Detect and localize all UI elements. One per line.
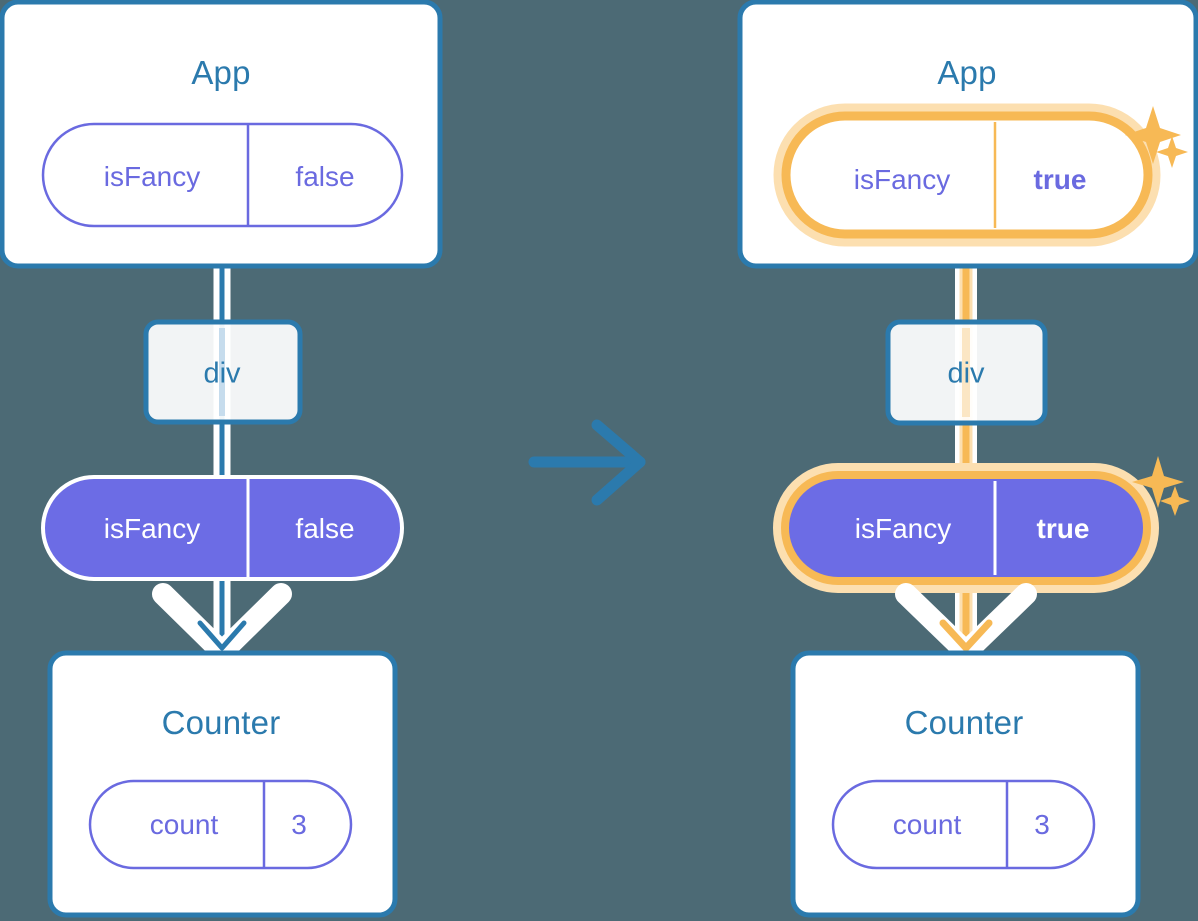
- after-prop-value: true: [1036, 513, 1090, 544]
- arrow-right-icon-head: [591, 419, 646, 506]
- sparkle-star-icon-app: [1125, 106, 1188, 168]
- after-app-state-pill: [781, 111, 1153, 239]
- before-column: [0, 0, 443, 918]
- after-counter-state-value: 3: [1034, 809, 1050, 840]
- before-app-title: App: [191, 54, 251, 91]
- before-counter-state-pill: [88, 779, 353, 870]
- after-div-card: [885, 319, 1048, 426]
- after-prop-key: isFancy: [854, 513, 952, 544]
- before-prop-value: false: [295, 513, 355, 544]
- after-column: [737, 0, 1198, 918]
- before-prop-pill: [41, 475, 404, 581]
- after-prop-pill: [781, 471, 1151, 585]
- after-div-title: div: [947, 357, 985, 390]
- after-arrow-head: [939, 619, 993, 652]
- before-counter-state-value: 3: [291, 809, 307, 840]
- sparkle-star-icon-prop: [1132, 456, 1190, 516]
- before-arrow-head: [197, 620, 247, 651]
- after-prop-pill-glow: [773, 463, 1159, 593]
- before-counter-state-key: count: [149, 809, 219, 840]
- before-counter-title: Counter: [161, 704, 281, 741]
- before-prop-key: isFancy: [103, 513, 201, 544]
- before-app-state-key: isFancy: [103, 161, 201, 192]
- after-app-state-value: true: [1033, 164, 1087, 195]
- after-app-title: App: [937, 54, 997, 91]
- after-counter-state-pill: [831, 779, 1096, 870]
- after-app-state-key: isFancy: [853, 164, 951, 195]
- transition-arrow-group: [528, 419, 646, 506]
- before-div-card: [143, 319, 303, 425]
- before-app-state-value: false: [295, 161, 355, 192]
- after-counter-state-key: count: [892, 809, 962, 840]
- before-app-state-pill: [41, 122, 404, 228]
- before-div-title: div: [203, 357, 241, 390]
- after-counter-title: Counter: [904, 704, 1024, 741]
